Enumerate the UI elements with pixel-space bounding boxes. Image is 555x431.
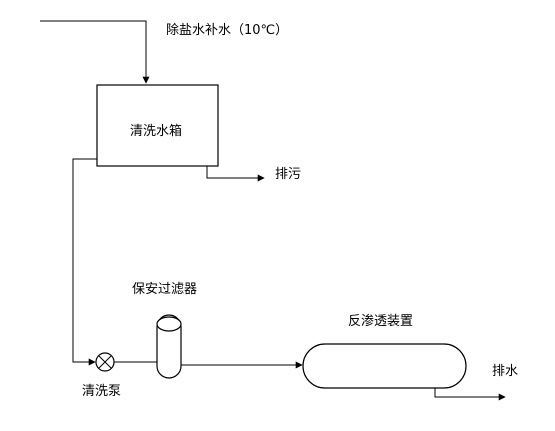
cleaning-tank-label: 清洗水箱 bbox=[130, 123, 182, 139]
cleaning-tank-box bbox=[96, 84, 219, 167]
makeup-water-line bbox=[40, 20, 150, 84]
ro-unit-label: 反渗透装置 bbox=[348, 314, 413, 329]
cartridge-filter-label: 保安过滤器 bbox=[132, 282, 197, 297]
blowdown-label: 排污 bbox=[275, 167, 301, 182]
cleaning-pump-label: 清洗泵 bbox=[82, 384, 121, 399]
cartridge-filter-symbol bbox=[156, 314, 182, 379]
makeup-water-label: 除盐水补水（10℃） bbox=[166, 23, 288, 38]
tank-to-pump-line bbox=[72, 158, 97, 366]
blowdown-line bbox=[206, 166, 265, 182]
drain-line bbox=[434, 388, 506, 401]
drain-label: 排水 bbox=[492, 364, 518, 379]
cleaning-pump-symbol bbox=[95, 352, 115, 372]
ro-unit-vessel bbox=[302, 343, 467, 389]
